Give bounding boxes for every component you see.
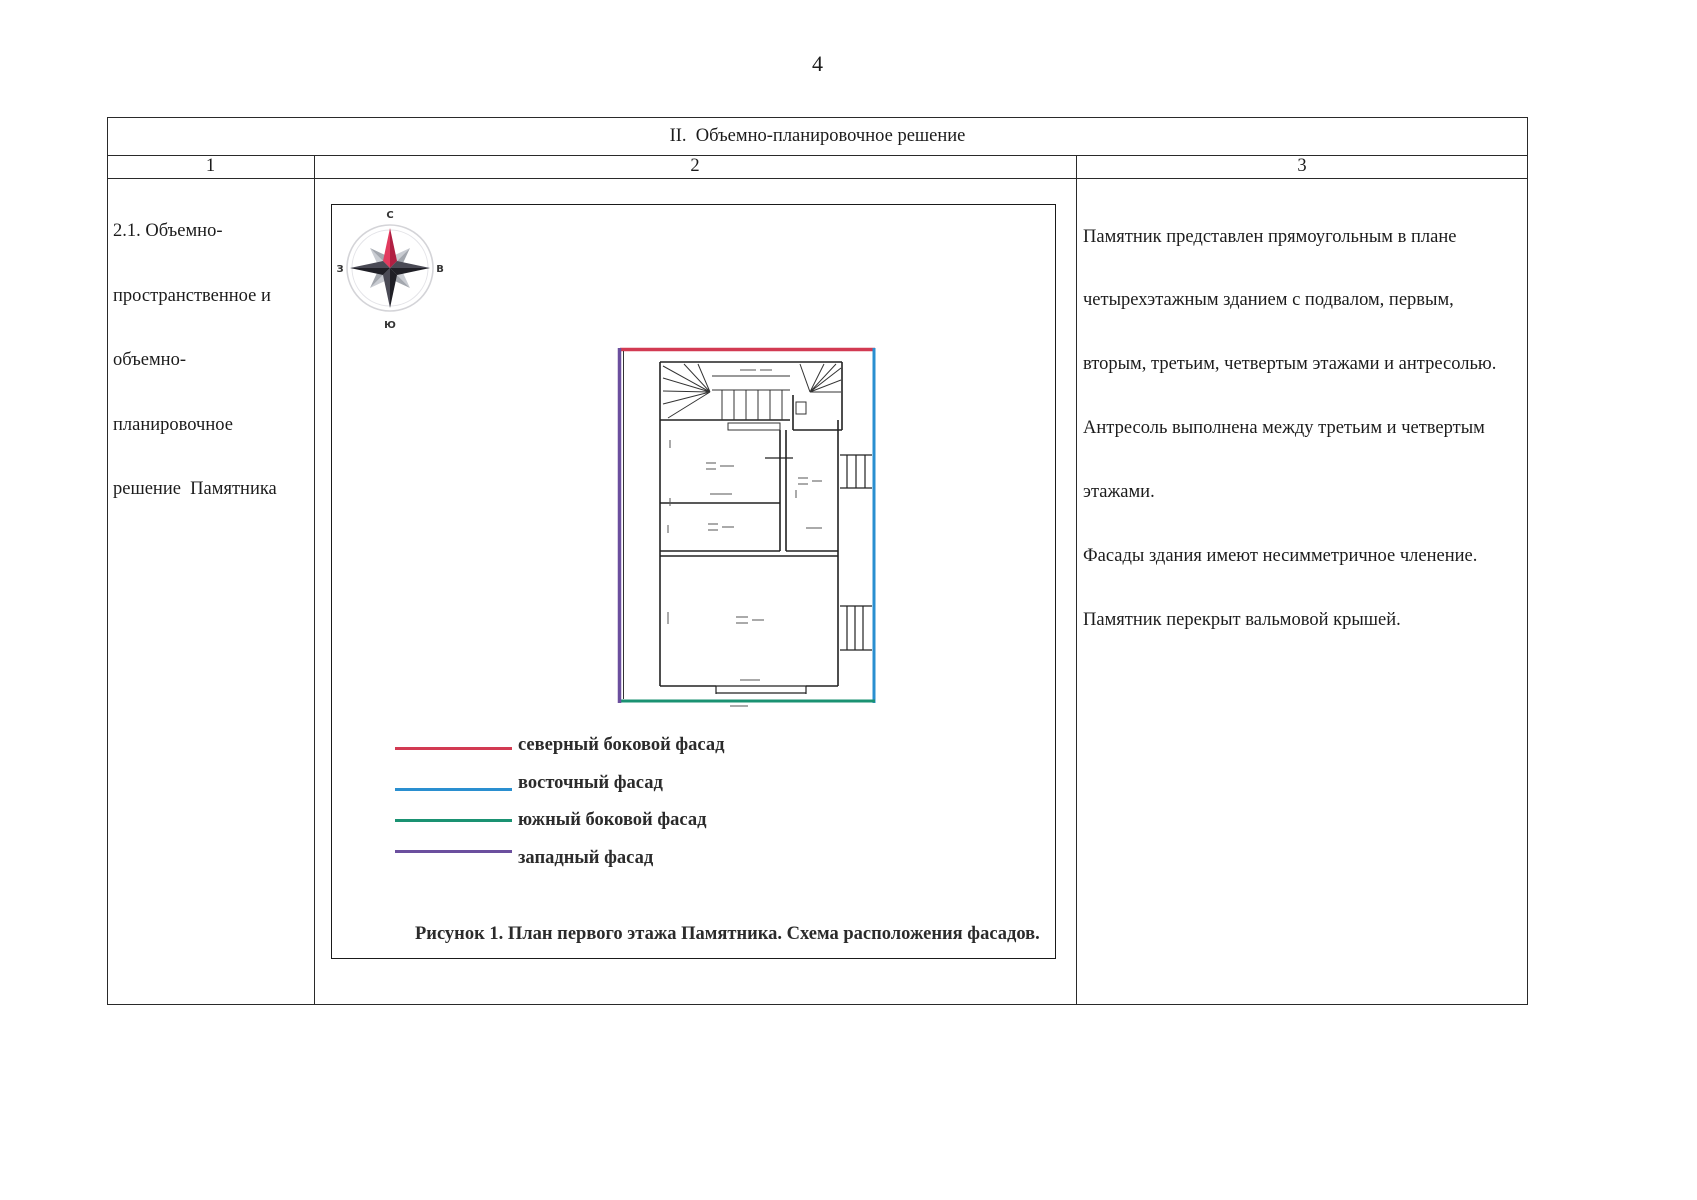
description-line: вторым, третьим, четвертым этажами и ант… [1083, 354, 1497, 375]
description-line: Памятник представлен прямоугольным в пла… [1083, 226, 1457, 247]
description-line: четырехэтажным зданием с подвалом, первы… [1083, 290, 1454, 311]
compass-south-label: Ю [384, 320, 396, 331]
description-line: Фасады здания имеют несимметричное члене… [1083, 546, 1478, 567]
compass-east-point-shade [390, 268, 430, 275]
description-cell: Памятник представлен прямоугольным в пла… [1083, 184, 1496, 653]
figure-frame [331, 204, 1056, 959]
column-number-3: 3 [1297, 156, 1307, 176]
compass-north-point [383, 228, 390, 268]
legend-line-south [395, 819, 512, 822]
table-column-divider-2 [1076, 155, 1077, 1005]
column-number-2: 2 [690, 156, 700, 176]
floor-plan [617, 347, 876, 707]
section-header: II. Объемно-планировочное решение [669, 126, 966, 146]
legend-label-south: южный боковой фасад [518, 810, 707, 830]
item-title-line: 2.1. Объемно- [113, 221, 223, 241]
compass-outer-ring [346, 224, 434, 312]
plan-entrance-door [715, 685, 807, 694]
compass-west-point-shade [350, 261, 390, 268]
item-title-cell: 2.1. Объемно- пространственное и объемно… [113, 178, 277, 522]
plan-narrow-element [727, 422, 781, 431]
plan-porch-upper [840, 454, 872, 489]
table-header-divider [107, 155, 1528, 156]
item-title-line: пространственное и [113, 285, 271, 306]
figure-caption: Рисунок 1. План первого этажа Памятника.… [415, 924, 1040, 944]
table-column-divider-1 [314, 155, 315, 1005]
legend-label-north: северный боковой фасад [518, 735, 725, 755]
page-number: 4 [812, 51, 823, 76]
compass-east-point [390, 261, 430, 268]
compass-rose: С В Ю З [336, 210, 444, 331]
description-line: Памятник перекрыт вальмовой крышей. [1083, 609, 1401, 630]
item-title-line: решение Памятника [113, 479, 277, 499]
legend-label-west: западный фасад [518, 848, 654, 868]
legend-label-east: восточный фасад [518, 773, 663, 793]
plan-walls [659, 361, 843, 687]
table-border [107, 117, 1528, 1005]
compass-east-label: В [436, 264, 444, 275]
item-title-line: планировочное [113, 414, 233, 435]
legend-line-north [395, 747, 512, 750]
plan-dimension-marks [667, 369, 822, 707]
compass-south-point-shade [383, 268, 390, 308]
plan-stairs [662, 363, 842, 420]
plan-porch-lower [840, 605, 872, 651]
plan-small-fixture [795, 401, 807, 415]
legend-line-west [395, 850, 512, 853]
column-number-1: 1 [205, 156, 216, 176]
compass-south-point [390, 268, 397, 308]
compass-west-point [350, 268, 390, 275]
table-column-numbers-divider [107, 178, 1528, 179]
description-line: Антресоль выполнена между третьим и четв… [1083, 418, 1485, 439]
compass-north-point-shade [390, 228, 397, 268]
compass-west-label: З [336, 264, 343, 275]
compass-north-label: С [386, 210, 393, 221]
item-title-line: объемно- [113, 350, 186, 370]
description-line: этажами. [1083, 482, 1155, 503]
legend-line-east [395, 788, 512, 791]
